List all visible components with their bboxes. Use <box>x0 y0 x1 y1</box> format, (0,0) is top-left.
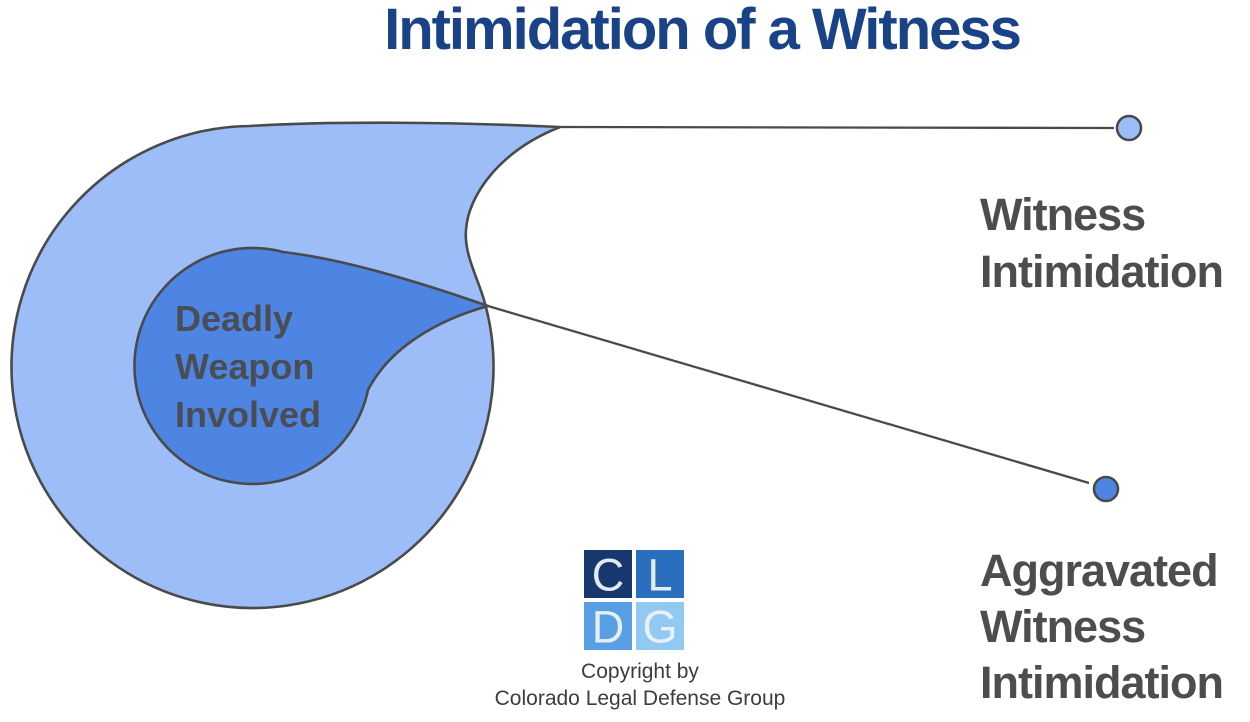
logo-letter-l: L <box>647 550 672 601</box>
logo-letter-c: C <box>592 550 625 601</box>
logo-square-l <box>636 550 684 598</box>
copyright-text: Copyright by Colorado Legal Defense Grou… <box>494 660 786 710</box>
logo-letter-d: D <box>592 602 625 651</box>
inner-callout-dot <box>1092 475 1120 503</box>
outer-callout-label: Witness Intimidation <box>980 189 1224 297</box>
logo-square-g <box>636 602 684 650</box>
inner-teardrop-shape <box>133 246 490 486</box>
logo-square-c <box>584 550 632 598</box>
logo-square-d <box>584 602 632 650</box>
inner-connector-line <box>487 304 1090 485</box>
logo-letter-g: G <box>642 602 677 651</box>
cldg-logo: C L D G <box>584 550 684 650</box>
outer-connector-line <box>559 125 1115 130</box>
inner-circle-label: Deadly Weapon Involved <box>175 298 322 435</box>
page-title: Intimidation of a Witness <box>384 0 1022 62</box>
inner-callout-label: Aggravated Witness Intimidation <box>980 545 1224 708</box>
outer-callout-dot <box>1115 114 1143 142</box>
